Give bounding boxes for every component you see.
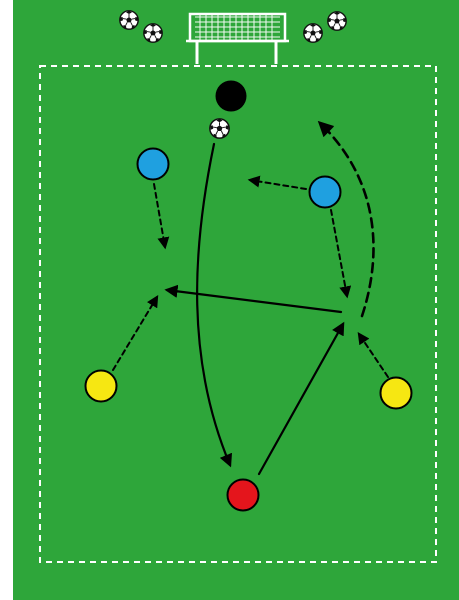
soccer-ball-icon bbox=[327, 11, 347, 31]
player-yellow-right bbox=[379, 376, 413, 410]
pass-arrow-right-to-left bbox=[164, 284, 343, 314]
run-arrow-yellow-left bbox=[112, 294, 159, 371]
player-blue-left bbox=[136, 147, 170, 181]
player-red bbox=[226, 478, 260, 512]
run-arrow-curved-to-goal bbox=[317, 120, 375, 318]
soccer-ball-icon bbox=[303, 23, 323, 43]
soccer-ball-icon bbox=[209, 118, 230, 139]
soccer-ball-icon bbox=[119, 10, 139, 30]
pass-arrow-ball-to-red bbox=[196, 142, 233, 468]
pass-arrow-red-to-right bbox=[257, 321, 345, 476]
player-black bbox=[215, 80, 247, 112]
run-arrow-blue-right-down bbox=[330, 209, 352, 299]
run-arrow-yellow-right bbox=[357, 332, 389, 378]
goal-icon bbox=[186, 12, 289, 64]
training-area-boundary bbox=[39, 65, 437, 563]
run-arrow-blue-left bbox=[153, 183, 170, 250]
player-yellow-left bbox=[84, 369, 118, 403]
player-blue-right bbox=[308, 175, 342, 209]
soccer-ball-icon bbox=[143, 23, 163, 43]
run-arrow-blue-right-left bbox=[247, 175, 307, 190]
